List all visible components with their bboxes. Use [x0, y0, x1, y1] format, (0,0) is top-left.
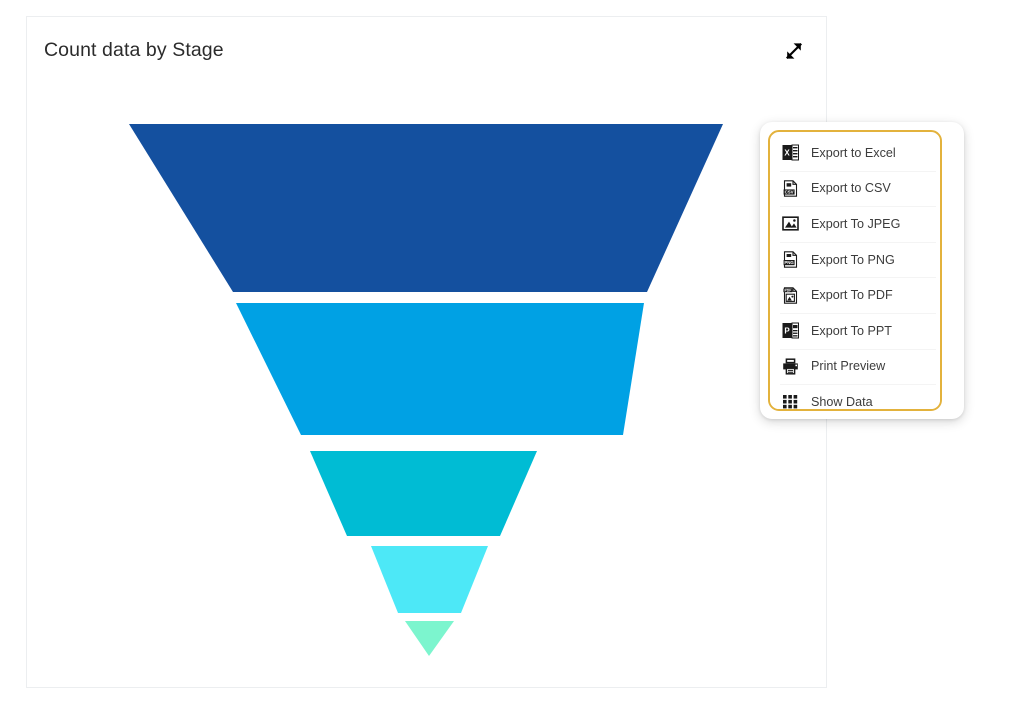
svg-text:PDF: PDF [784, 288, 791, 292]
menu-item-label: Export To JPEG [811, 216, 901, 231]
menu-item-label: Export To PNG [811, 252, 895, 267]
menu-item-label: Show Data [811, 394, 873, 409]
svg-text:CSV: CSV [784, 189, 793, 194]
menu-item-label: Print Preview [811, 359, 886, 374]
grid-table-icon [781, 393, 799, 409]
chart-card: Count data by Stage [26, 16, 827, 688]
image-jpeg-icon [781, 215, 799, 233]
menu-item-show-data[interactable]: Show Data [770, 384, 940, 409]
menu-item-label: Export to Excel [811, 145, 896, 160]
export-menu: X Export to Excel [760, 122, 964, 419]
png-file-icon: PNG [781, 251, 799, 269]
menu-item-label: Export To PDF [811, 288, 893, 303]
menu-item-label: Export To PPT [811, 323, 892, 338]
menu-item-print-preview[interactable]: Print Preview [770, 348, 940, 385]
expand-button[interactable] [776, 33, 812, 69]
export-menu-panel: X Export to Excel [768, 130, 942, 411]
excel-file-icon: X [781, 144, 799, 162]
svg-text:PNG: PNG [784, 260, 794, 265]
menu-item-export-pdf[interactable]: PDF Export To PDF [770, 277, 940, 313]
menu-item-export-ppt[interactable]: P Export To PPT [770, 312, 940, 349]
menu-item-label: Export to CSV [811, 181, 891, 196]
export-menu-list: X Export to Excel [770, 132, 940, 409]
menu-item-export-csv[interactable]: CSV Export to CSV [770, 170, 940, 207]
menu-item-export-jpeg[interactable]: Export To JPEG [770, 206, 940, 242]
funnel-segment-4[interactable] [371, 546, 488, 613]
csv-file-icon: CSV [781, 179, 799, 197]
printer-icon [781, 357, 799, 375]
expand-diagonal-arrows-icon [781, 38, 807, 64]
menu-item-export-png[interactable]: PNG Export To PNG [770, 241, 940, 278]
funnel-segment-1[interactable] [129, 124, 723, 292]
funnel-segment-2[interactable] [236, 303, 644, 435]
page-title: Count data by Stage [44, 39, 224, 61]
pdf-file-icon: PDF [781, 286, 799, 304]
funnel-segment-3[interactable] [310, 451, 537, 536]
svg-text:P: P [784, 327, 790, 336]
funnel-segment-5[interactable] [405, 621, 454, 656]
funnel-chart [27, 17, 826, 687]
menu-item-export-excel[interactable]: X Export to Excel [770, 135, 940, 171]
funnel-svg [129, 124, 723, 656]
powerpoint-file-icon: P [781, 322, 799, 340]
svg-text:X: X [784, 149, 790, 158]
